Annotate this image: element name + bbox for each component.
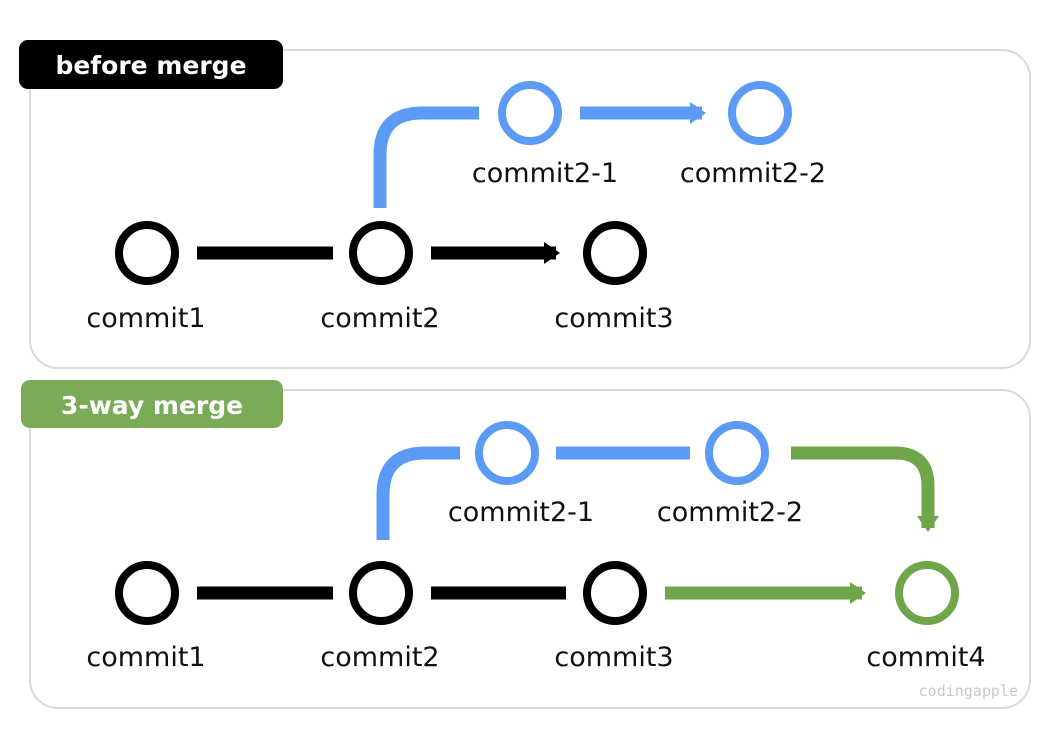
commit-label: commit3 [554, 642, 673, 673]
before-merge-title-pill [19, 40, 283, 89]
commit-label: commit3 [554, 303, 673, 334]
three-way-merge-title: 3-way merge [61, 391, 243, 420]
commit-node [583, 561, 647, 625]
watermark: codingapple [919, 682, 1018, 700]
commit-label: commit2-2 [680, 158, 826, 189]
three-way-merge-panel [29, 389, 1031, 709]
commit-node [705, 421, 769, 485]
commit-label: commit2-2 [657, 497, 803, 528]
commit-label: commit2 [320, 303, 439, 334]
commit-node [583, 221, 647, 285]
commit-label: commit2 [320, 642, 439, 673]
commit-node [498, 81, 562, 145]
three-way-merge-section: 3-way merge commit1 commit2 commit3 comm… [21, 380, 1031, 709]
edge-commit2-2-commit4 [791, 446, 939, 532]
edge-commit2-commit2-1 [376, 446, 460, 540]
three-way-merge-title-pill [21, 380, 283, 428]
commit-label: commit4 [866, 642, 985, 673]
commit-node [349, 221, 413, 285]
before-merge-title: before merge [55, 51, 246, 80]
commit-node [475, 421, 539, 485]
edge-commit2-commit2-1 [373, 106, 479, 208]
before-merge-section: before merge commit1 commit2 commit3 com… [19, 40, 1031, 369]
commit-label: commit1 [86, 303, 205, 334]
commit-node [115, 561, 179, 625]
commit-node [895, 561, 959, 625]
commit-label: commit2-1 [472, 158, 618, 189]
commit-label: commit1 [86, 642, 205, 673]
commit-label: commit2-1 [448, 497, 594, 528]
commit-node [349, 561, 413, 625]
commit-node [115, 221, 179, 285]
commit-node [728, 81, 792, 145]
